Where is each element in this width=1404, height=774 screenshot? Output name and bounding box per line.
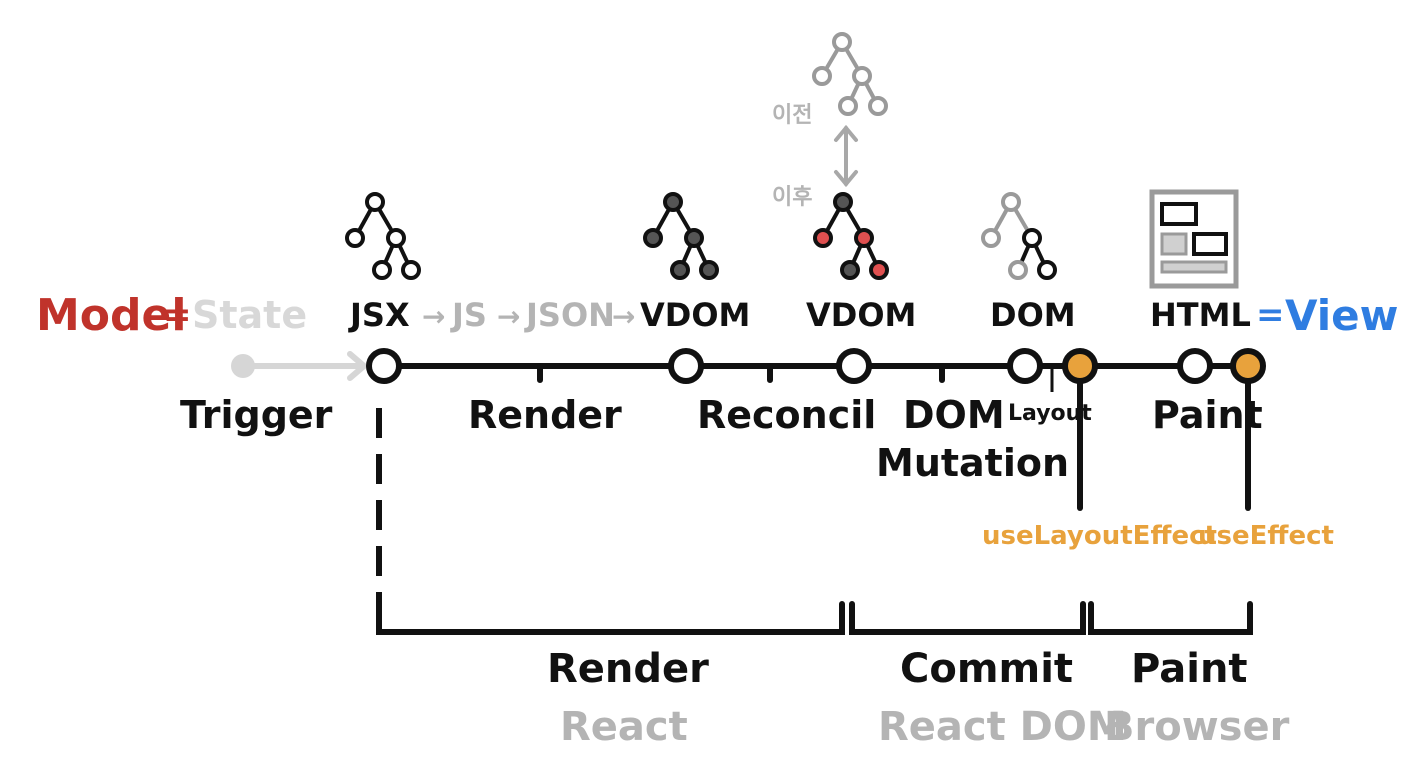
use-layout-effect-label: useLayoutEffect bbox=[982, 521, 1217, 551]
html-label: HTML bbox=[1150, 296, 1251, 334]
dom-mutation-label-1: DOM bbox=[903, 393, 1005, 437]
trigger-arrow bbox=[231, 351, 369, 381]
arrow-2: → bbox=[497, 300, 520, 333]
jsx-tree-icon bbox=[345, 192, 421, 280]
effect-milestone bbox=[1230, 348, 1266, 384]
arrow-3: → bbox=[612, 300, 635, 333]
compare-arrow-icon bbox=[834, 124, 858, 188]
vdom-label-2: VDOM bbox=[806, 296, 916, 334]
dom-label: DOM bbox=[990, 296, 1076, 334]
trigger-label: Trigger bbox=[180, 393, 333, 437]
arrow-1: → bbox=[422, 300, 445, 333]
before-label: 이전 bbox=[772, 103, 812, 128]
jsx-milestone bbox=[366, 348, 402, 384]
jsx-label: JSX bbox=[348, 296, 410, 334]
paint-phase-label: Paint bbox=[1131, 646, 1248, 692]
paint-step-label: Paint bbox=[1152, 393, 1263, 437]
equals-left: = bbox=[163, 295, 192, 335]
layout-effect-milestone bbox=[1062, 348, 1098, 384]
vdom-milestone bbox=[668, 348, 704, 384]
dom-mutation-label-2: Mutation bbox=[876, 441, 1069, 485]
paint-milestone bbox=[1177, 348, 1213, 384]
paint-phase-bracket bbox=[1088, 601, 1253, 635]
equals-right: = bbox=[1256, 295, 1285, 335]
after-label: 이후 bbox=[772, 185, 812, 210]
commit-phase-label: Commit bbox=[900, 646, 1073, 692]
browser-owner-label: Browser bbox=[1104, 704, 1290, 750]
html-page-icon bbox=[1149, 189, 1239, 289]
view-label: View bbox=[1285, 291, 1398, 340]
model-label: Model bbox=[36, 290, 186, 341]
dom-tree-icon bbox=[981, 192, 1057, 280]
vdom-tree-icon-1 bbox=[643, 192, 719, 280]
vdom-label-1: VDOM bbox=[640, 296, 750, 334]
reconcil-milestone bbox=[836, 348, 872, 384]
reconcil-label: Reconcil bbox=[697, 393, 876, 437]
previous-tree-icon bbox=[812, 32, 888, 116]
use-effect-label: useEffect bbox=[1198, 521, 1334, 551]
dom-milestone bbox=[1007, 348, 1043, 384]
json-label: JSON bbox=[524, 296, 615, 334]
render-phase-bracket bbox=[376, 601, 845, 635]
state-label: State bbox=[192, 293, 307, 337]
render-step-label: Render bbox=[468, 393, 622, 437]
react-dom-owner-label: React DOM bbox=[878, 704, 1127, 750]
vdom-diff-tree-icon bbox=[813, 192, 889, 280]
commit-phase-bracket bbox=[849, 601, 1086, 635]
render-phase-label: Render bbox=[547, 646, 709, 692]
js-label: JS bbox=[450, 296, 487, 334]
react-owner-label: React bbox=[560, 704, 688, 750]
